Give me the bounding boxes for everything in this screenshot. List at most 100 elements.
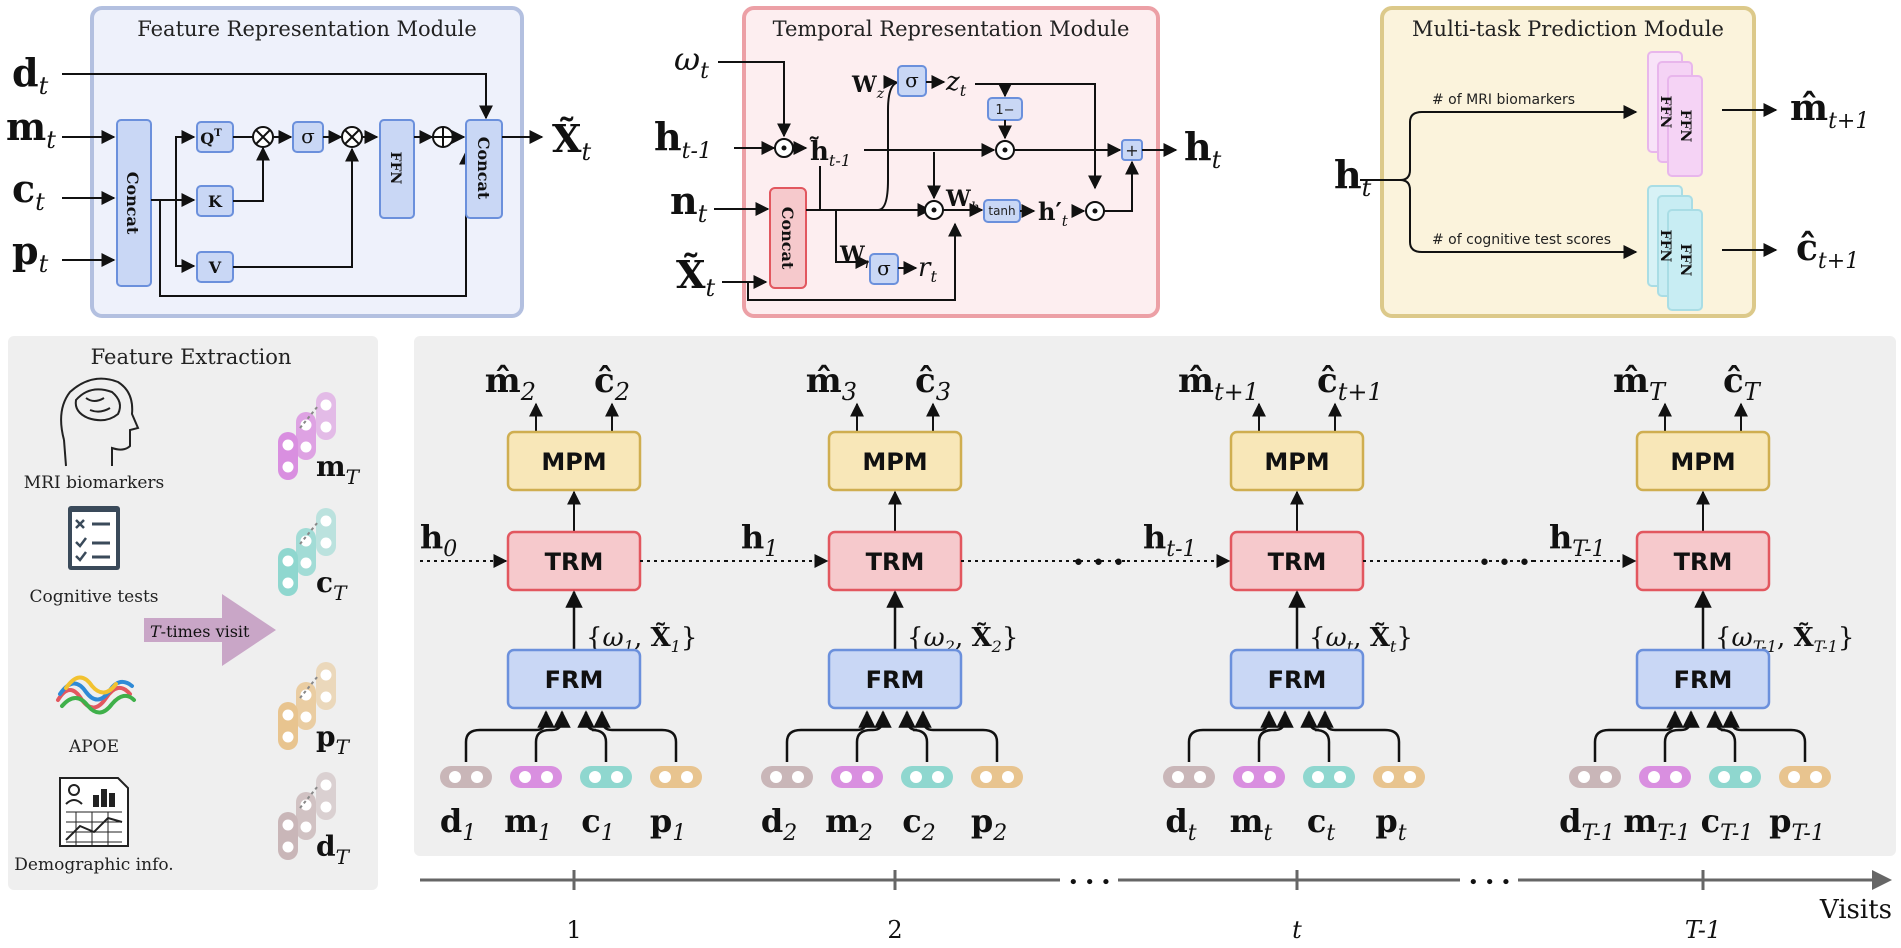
- frm-v-label: V: [208, 258, 222, 277]
- frm-ffn-box: [379, 119, 415, 219]
- feature-vector-stacks: mT cT pT dT: [278, 392, 361, 869]
- protein-icon: [56, 675, 136, 715]
- pipeline-ellipsis-1: • • •: [1072, 551, 1125, 576]
- mpm-box: [506, 430, 642, 492]
- trm-input-omega: ωt: [674, 40, 709, 84]
- svg-text:+: +: [1125, 141, 1138, 160]
- frm-concat-right: [465, 119, 503, 219]
- input-label-p: pT-1: [1769, 802, 1825, 846]
- feature-vector-stack-c: cT: [278, 508, 348, 605]
- trm-input-set: {ωt, X̃t}: [1309, 622, 1413, 656]
- pred-m-label: m̂t+1: [1178, 361, 1259, 406]
- frm-input-p: pt: [12, 228, 49, 278]
- trm-input-x: X̃t: [676, 252, 715, 302]
- trm-concat-label: Concat: [778, 207, 797, 270]
- input-label-d: dT-1: [1559, 802, 1615, 846]
- axis-tick-label: T-1: [1685, 916, 1721, 944]
- trm-input-set: {ωT-1, X̃T-1}: [1715, 622, 1854, 656]
- trm-box-label: TRM: [1268, 548, 1327, 576]
- input-label-p: pt: [1375, 802, 1406, 846]
- mpm-branch-top-label: # of MRI biomarkers: [1432, 92, 1575, 108]
- axis-ellipsis-2: • • •: [1468, 872, 1511, 893]
- input-vector-p: p2: [914, 710, 1023, 846]
- axis-label: Visits: [1819, 895, 1892, 925]
- trm-input-set: {ω1, X̃1}: [586, 622, 697, 656]
- frm-box: [1229, 648, 1365, 710]
- frm-box-label: FRM: [1674, 666, 1733, 694]
- feature-vector-label-m: mT: [316, 450, 361, 489]
- input-label-p: p1: [650, 802, 686, 846]
- pred-c-label: ĉ2: [594, 361, 630, 406]
- frm-concat-left: [116, 119, 152, 287]
- input-label-m: m2: [825, 802, 873, 846]
- input-vector-d: d2: [761, 710, 876, 846]
- multi-task-prediction-module: Multi-task Prediction Module ht # of MRI…: [1334, 6, 1869, 318]
- input-vector-d: dt: [1163, 710, 1278, 846]
- trm-wz: Wz: [851, 72, 885, 102]
- feature-vector-stack-p: pT: [278, 662, 351, 759]
- mpm-box-label: MPM: [862, 448, 927, 476]
- mpm-output-m: m̂t+1: [1790, 87, 1869, 134]
- feature-vector-label-d: dT: [316, 830, 351, 869]
- pipeline-panel: [414, 336, 1896, 856]
- input-vector-p: p1: [593, 710, 702, 846]
- trm-z: zt: [945, 67, 967, 100]
- trm-title: Temporal Representation Module: [773, 17, 1130, 41]
- mpm-output-c: ĉt+1: [1796, 227, 1859, 274]
- fe-item-apoe: APOE: [68, 737, 119, 757]
- svg-text:σ: σ: [877, 256, 891, 280]
- frm-box: [827, 648, 963, 710]
- hidden-state-label: h0: [420, 518, 457, 562]
- input-label-m: m1: [504, 802, 552, 846]
- trm-box-label: TRM: [545, 548, 604, 576]
- frm-input-c: ct: [12, 166, 45, 216]
- input-vector-c: c2: [898, 710, 953, 846]
- feature-vector-label-c: cT: [316, 566, 348, 605]
- feature-extraction-panel: Feature Extraction MRI biomarkers Cognit…: [8, 336, 378, 890]
- mpm-input: ht: [1334, 152, 1372, 202]
- hidden-state-label: ht-1: [1143, 518, 1197, 562]
- input-vector-p: pt: [1316, 710, 1425, 846]
- feature-vector-stack-m: mT: [278, 392, 361, 489]
- trm-wr: Wr: [839, 242, 873, 272]
- input-vector-c: ct: [1300, 710, 1355, 846]
- trm-h-tilde: h̃t-1: [809, 136, 851, 170]
- axis-ellipsis-1: • • •: [1068, 872, 1111, 893]
- fe-item-cognitive: Cognitive tests: [29, 587, 158, 607]
- feature-representation-module: Feature Representation Module dt mt ct p…: [6, 6, 591, 318]
- frm-concat-right-label: Concat: [474, 137, 493, 200]
- t-times-visit-label: T-times visit: [150, 622, 250, 641]
- input-label-c: c1: [581, 802, 614, 846]
- temporal-representation-module: Temporal Representation Module ωt ht-1 n…: [654, 6, 1222, 318]
- frm-q-label: QT: [200, 128, 222, 148]
- trm-input-set: {ω2, X̃2}: [907, 622, 1018, 656]
- brain-head-icon: [60, 377, 140, 467]
- input-vector-m: m1: [504, 710, 571, 846]
- input-label-d: d2: [761, 802, 797, 846]
- svg-text:FFN: FFN: [1677, 110, 1693, 143]
- trm-box-label: TRM: [866, 548, 925, 576]
- pred-c-label: ĉT: [1723, 361, 1762, 406]
- pred-c-label: ĉ3: [915, 361, 951, 406]
- hidden-state-label: hT-1: [1549, 518, 1606, 562]
- input-label-c: ct: [1307, 802, 1335, 846]
- svg-text:tanh: tanh: [988, 204, 1015, 218]
- pred-m-label: m̂3: [806, 361, 857, 406]
- input-label-c: cT-1: [1701, 802, 1754, 846]
- input-vector-d: dT-1: [1559, 710, 1684, 846]
- hidden-state-label: h1: [741, 518, 778, 562]
- mpm-ffn-bottom: FFN FFN: [1647, 185, 1703, 311]
- frm-panel: [90, 6, 524, 318]
- frm-ffn-label: FFN: [387, 152, 403, 185]
- axis-tick-label: 1: [566, 916, 581, 944]
- pred-m-label: m̂2: [485, 361, 536, 406]
- input-label-d: d1: [440, 802, 476, 846]
- mpm-title: Multi-task Prediction Module: [1412, 17, 1724, 41]
- mpm-box: [827, 430, 963, 492]
- input-label-p: p2: [971, 802, 1007, 846]
